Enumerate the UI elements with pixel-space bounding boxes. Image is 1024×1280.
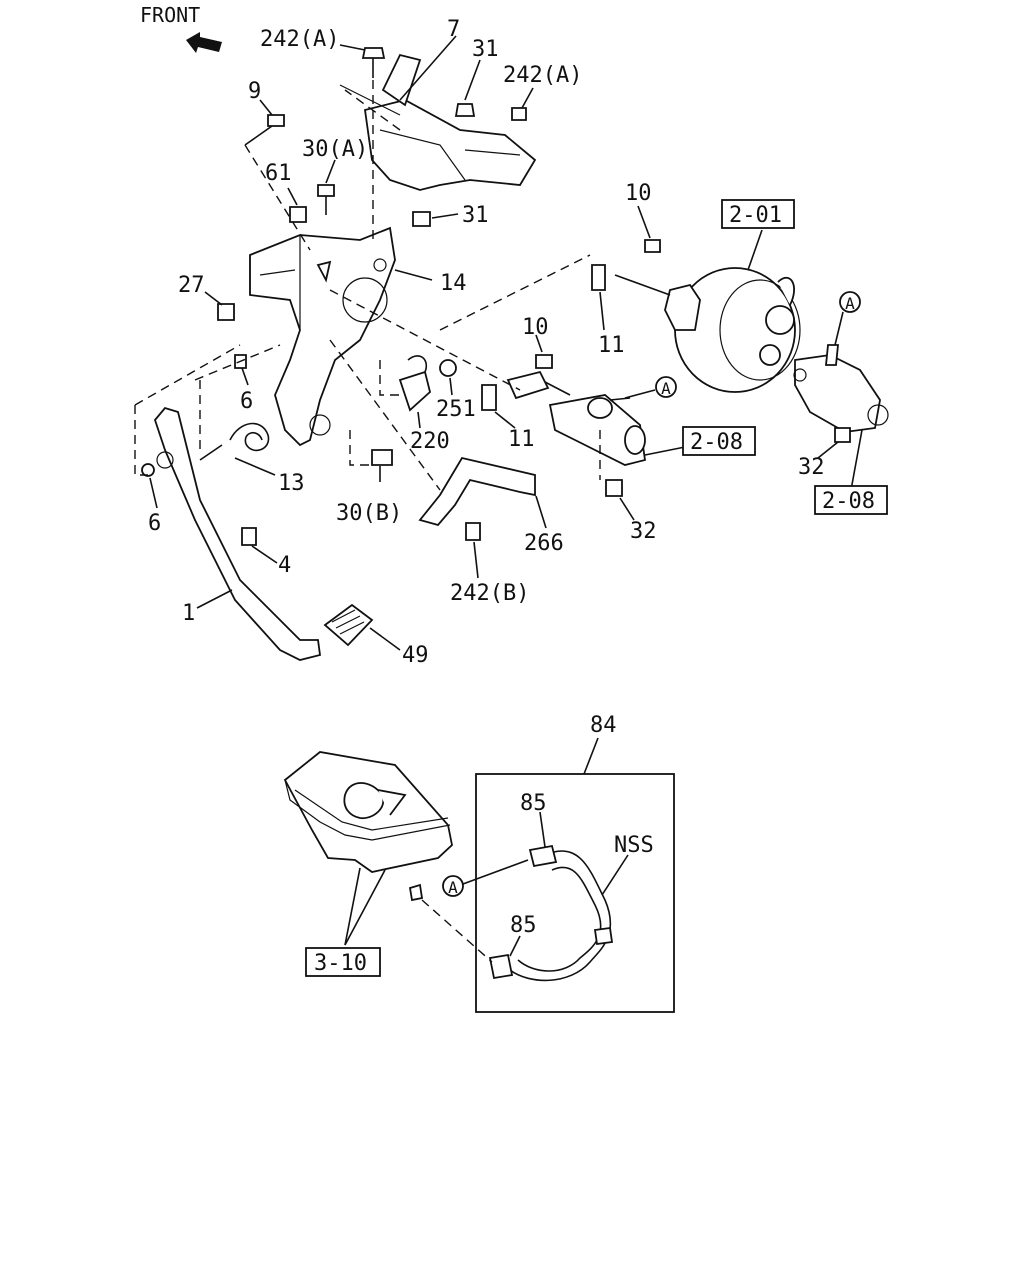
proportioning-valve bbox=[793, 344, 889, 433]
fasteners bbox=[217, 47, 851, 546]
ref-2-08-mid-label: 2-08 bbox=[690, 430, 743, 455]
leader-lines bbox=[149, 35, 863, 651]
ref-2-01-label: 2-01 bbox=[729, 203, 782, 228]
ref-box-2-08-right: 2-08 bbox=[814, 485, 888, 515]
brake-switch-connector bbox=[506, 370, 571, 400]
ref-box-2-01: 2-01 bbox=[721, 199, 795, 229]
ref-3-10-label: 3-10 bbox=[314, 951, 367, 976]
return-spring bbox=[199, 422, 270, 461]
callout-13: 13 bbox=[278, 471, 305, 496]
callout-31-mid: 31 bbox=[462, 203, 489, 228]
marker-a-right-label: A bbox=[845, 294, 855, 313]
callout-49: 49 bbox=[402, 643, 429, 668]
pedal-pad bbox=[323, 603, 374, 647]
callout-1: 1 bbox=[182, 601, 195, 626]
callout-242b: 242(B) bbox=[450, 581, 529, 606]
callout-27: 27 bbox=[178, 273, 205, 298]
callout-242a-top: 242(A) bbox=[260, 27, 339, 52]
lower-callouts: 84 85 85 NSS bbox=[510, 713, 654, 938]
callout-84: 84 bbox=[590, 713, 617, 738]
callout-10-top: 10 bbox=[625, 181, 652, 206]
alignment-lines bbox=[134, 80, 601, 491]
connector-marker-a-bottom: A bbox=[442, 875, 464, 897]
front-orientation-marker: FRONT bbox=[140, 3, 222, 53]
callout-6-mid: 6 bbox=[240, 389, 253, 414]
ref-box-3-10: 3-10 bbox=[305, 947, 381, 977]
callout-242a-right: 242(A) bbox=[503, 63, 582, 88]
callout-251: 251 bbox=[436, 397, 476, 422]
callout-85-top: 85 bbox=[520, 791, 547, 816]
ref-box-2-08-mid: 2-08 bbox=[682, 426, 756, 456]
callout-30b: 30(B) bbox=[336, 501, 402, 526]
brake-pedal-arm bbox=[141, 406, 321, 661]
callout-14: 14 bbox=[440, 271, 467, 296]
upper-callouts: 242(A) 7 31 242(A) 9 30(A) 61 31 10 27 1… bbox=[148, 17, 825, 668]
callout-32-mid: 32 bbox=[630, 519, 657, 544]
callout-7: 7 bbox=[447, 17, 460, 42]
callout-61: 61 bbox=[265, 161, 292, 186]
fluid-reservoir bbox=[283, 751, 453, 902]
ref-2-08-right-label: 2-08 bbox=[822, 489, 875, 514]
callout-11-mid: 11 bbox=[508, 427, 535, 452]
callout-9: 9 bbox=[248, 79, 261, 104]
lower-leader-lines bbox=[344, 737, 629, 963]
marker-a-mid-label: A bbox=[661, 379, 671, 398]
front-arrow-icon bbox=[186, 32, 222, 53]
callout-32-right: 32 bbox=[798, 455, 825, 480]
reservoir-hose-box bbox=[475, 773, 675, 1013]
marker-a-bottom-label: A bbox=[448, 878, 458, 897]
connector-marker-a-right: A bbox=[839, 291, 861, 313]
upper-mount-plate bbox=[339, 53, 537, 191]
callout-220: 220 bbox=[410, 429, 450, 454]
stop-lamp-switch bbox=[398, 355, 457, 412]
master-cylinder bbox=[548, 394, 647, 466]
pedal-bracket bbox=[249, 226, 396, 447]
callout-4: 4 bbox=[278, 553, 291, 578]
front-label: FRONT bbox=[140, 3, 200, 27]
lower-bracket bbox=[418, 456, 536, 527]
callout-6-left: 6 bbox=[148, 511, 161, 536]
callout-30a: 30(A) bbox=[302, 137, 368, 162]
callout-11-top: 11 bbox=[598, 333, 625, 358]
callout-85-bottom: 85 bbox=[510, 913, 537, 938]
connector-marker-a-mid: A bbox=[655, 376, 677, 398]
callout-10-mid: 10 bbox=[522, 315, 549, 340]
reservoir-hose bbox=[488, 844, 614, 982]
callout-31-top: 31 bbox=[472, 37, 499, 62]
callout-266: 266 bbox=[524, 531, 564, 556]
callout-nss: NSS bbox=[614, 833, 654, 858]
brake-booster bbox=[614, 267, 801, 393]
